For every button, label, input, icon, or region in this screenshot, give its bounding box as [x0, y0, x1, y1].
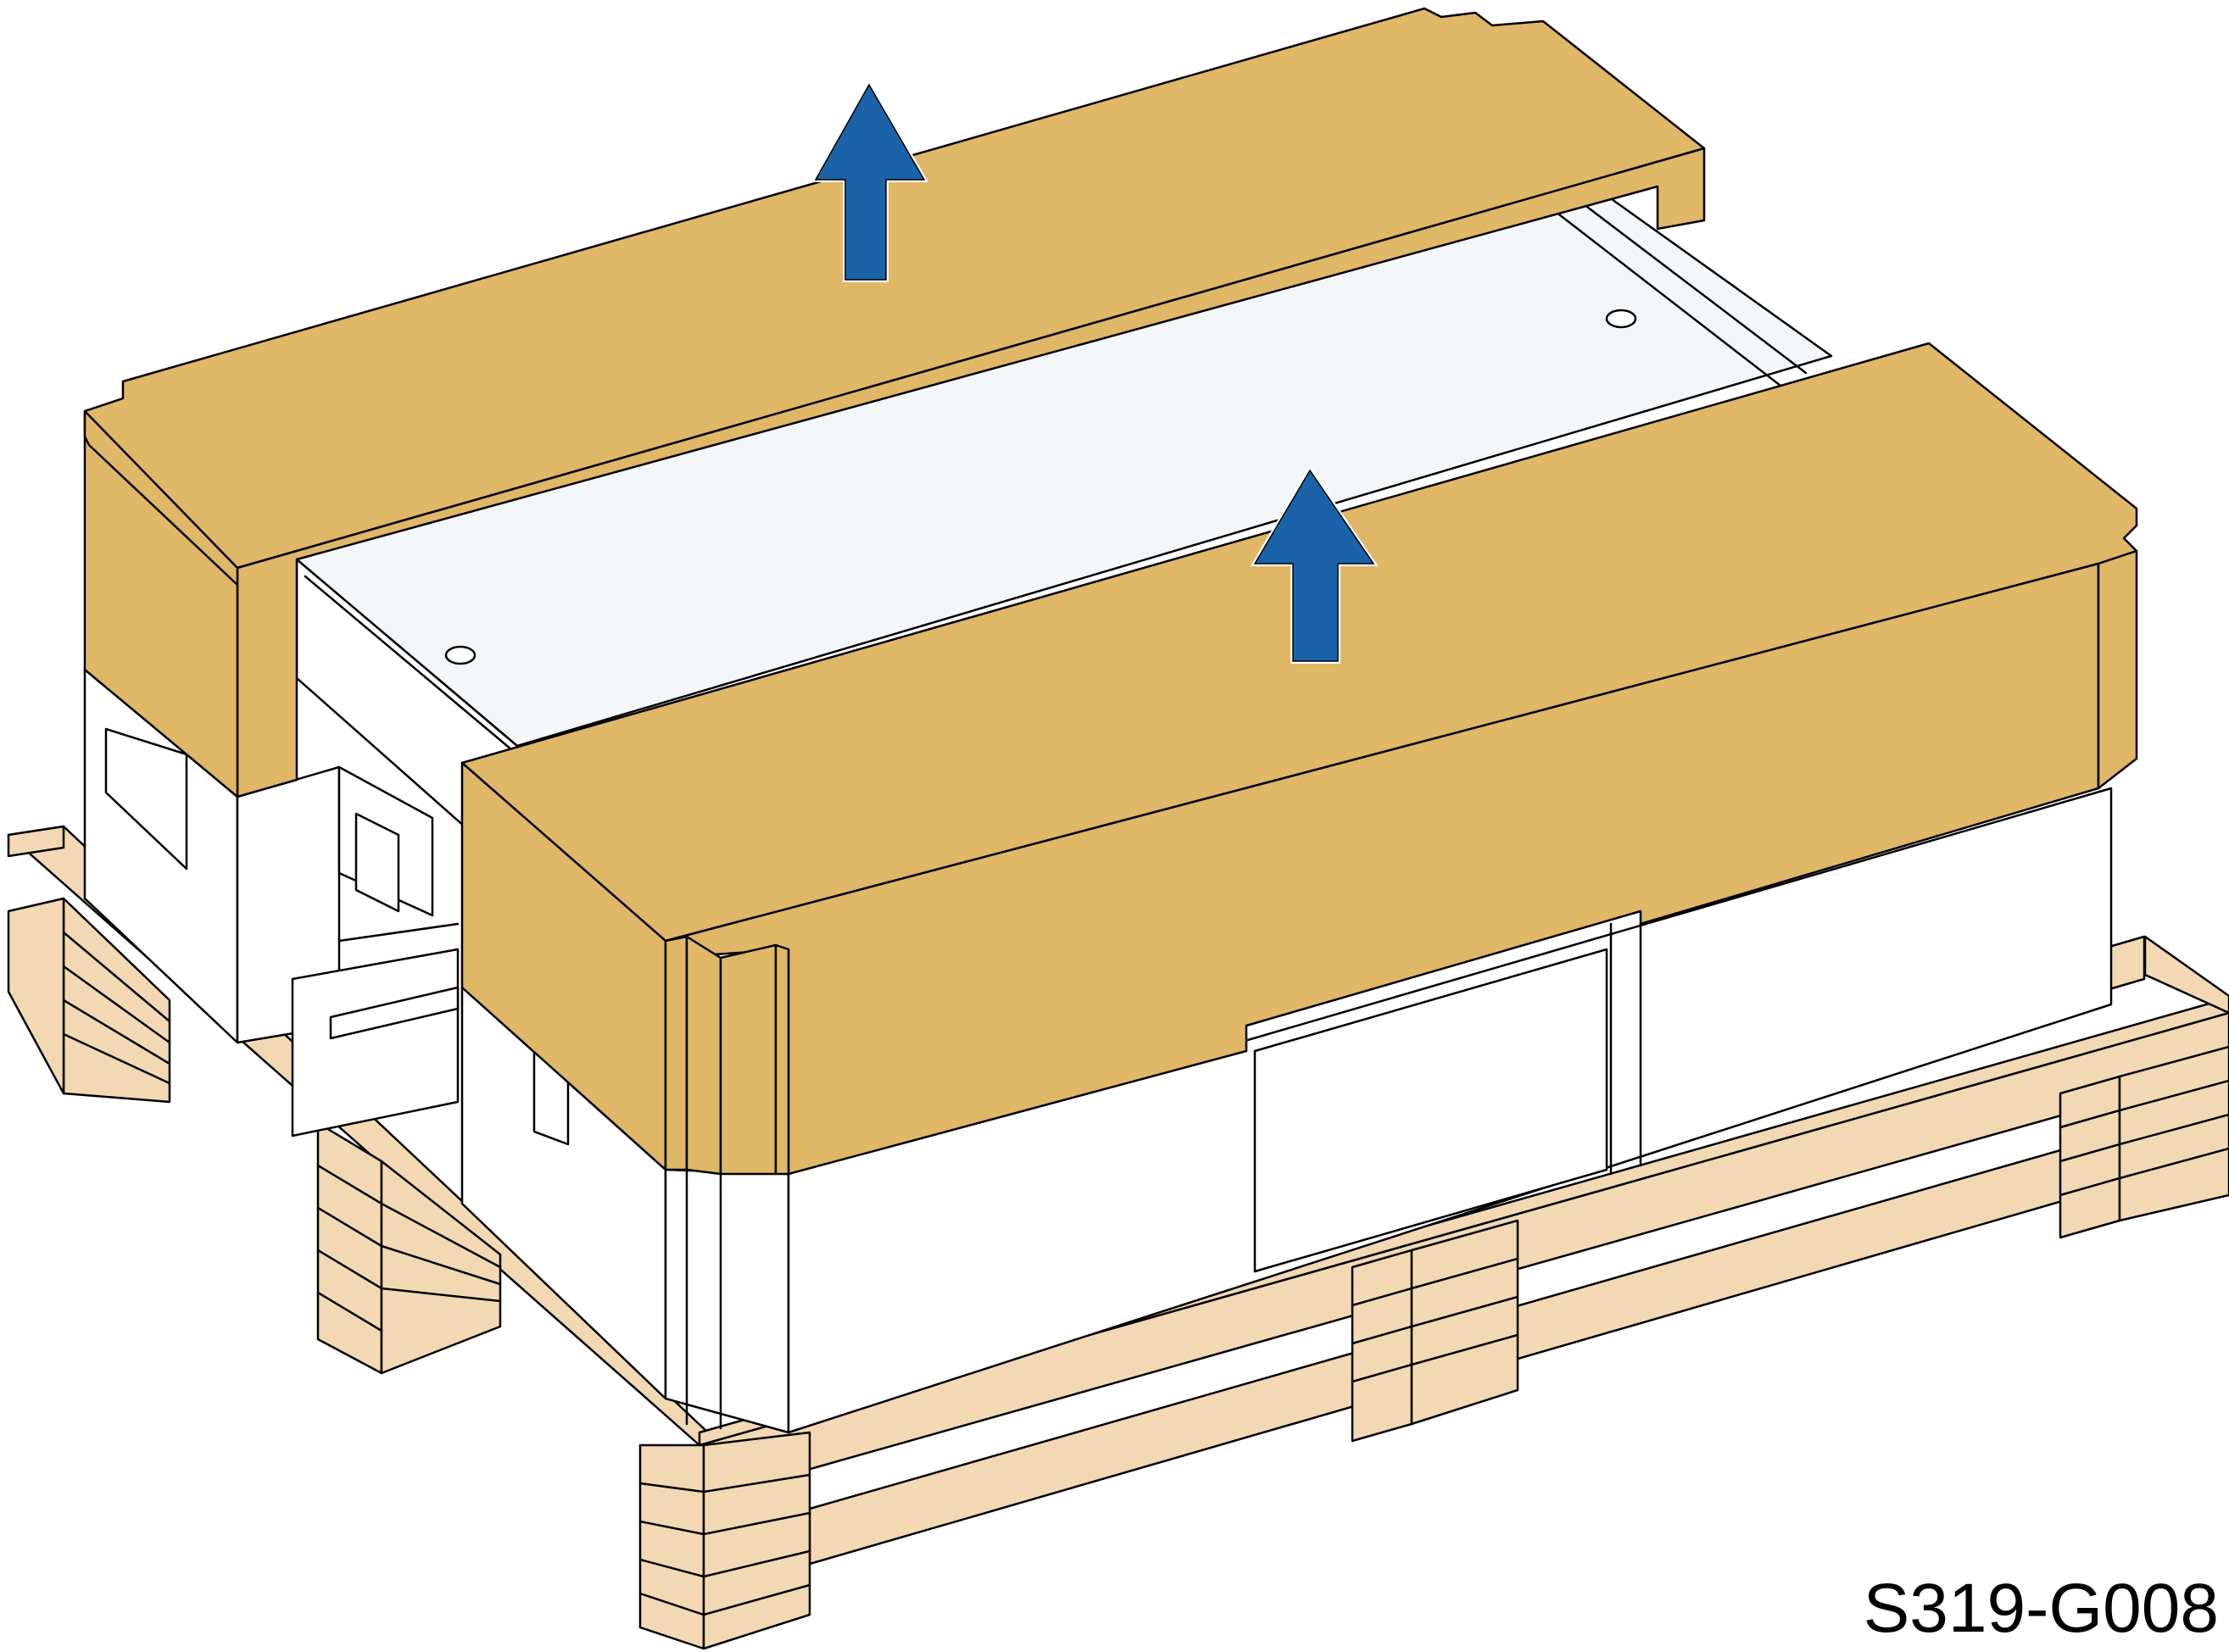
cushion-back-top: [83, 7, 1706, 570]
pallet-block-back-left: [7, 897, 171, 1104]
pallet-block-right: [2059, 1045, 2229, 1239]
mounting-hole: [444, 645, 476, 665]
figure-id-label: S319-G008: [1863, 1570, 2219, 1647]
mounting-hole: [1605, 309, 1637, 329]
cushion-back: [83, 7, 1706, 798]
cushion-back-front-face: [236, 147, 1706, 798]
pallet-left-board-top: [7, 825, 65, 858]
arrow-up-icon: [1250, 465, 1379, 664]
foam-supports: [83, 668, 2113, 1434]
pallet-block-center: [1351, 1219, 1519, 1443]
arrow-up-icon: [811, 79, 929, 282]
pallet-right-board: [2143, 935, 2229, 1015]
foam-pad: [291, 948, 460, 1137]
pallet-block-mid-left: [316, 1121, 502, 1375]
pallet-block-front: [638, 1431, 811, 1650]
cushion-back-end-face: [83, 409, 239, 798]
